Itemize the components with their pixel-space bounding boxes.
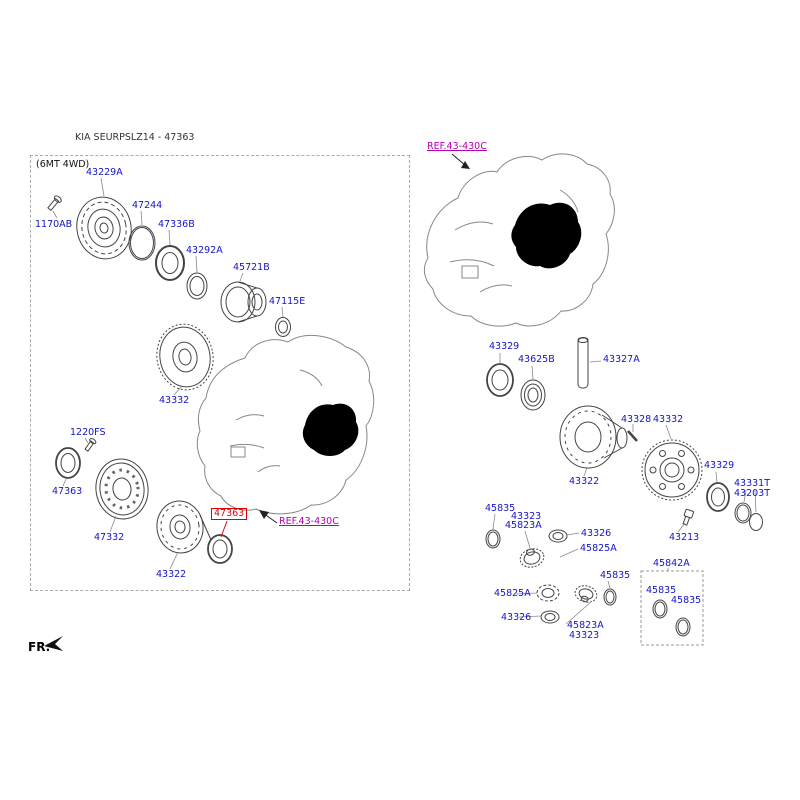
gear-43332-left-drawing <box>156 323 214 391</box>
snap-ring-45835-mid-drawing <box>603 588 617 606</box>
input-hub-drawing <box>76 196 132 260</box>
washer-43326-upper-drawing <box>548 529 568 543</box>
transaxle-housing-right-drawing <box>423 153 615 327</box>
pinion-45825a-lower-drawing <box>536 584 560 602</box>
kit-45842a-box-drawing <box>640 570 704 646</box>
part-label-43323-upper[interactable]: 43323 <box>511 511 542 522</box>
part-label-43203t[interactable]: 43203T <box>734 488 771 499</box>
part-label-45825a-lower[interactable]: 45825A <box>494 588 531 599</box>
part-label-43322-left[interactable]: 43322 <box>156 569 187 580</box>
bearing-43329-right-drawing <box>706 482 730 512</box>
part-label-43322-right[interactable]: 43322 <box>569 476 600 487</box>
washer-43326-lower-drawing <box>540 610 560 624</box>
bearing-43329-drawing <box>486 363 514 397</box>
ring-gear-47332-drawing <box>95 458 149 520</box>
highlight-leader-line <box>220 520 228 538</box>
part-label-47115e[interactable]: 47115E <box>269 296 306 307</box>
transaxle-housing-left-drawing <box>196 335 375 515</box>
part-label-43292a[interactable]: 43292A <box>186 245 223 256</box>
ref-link-right[interactable]: REF.43-430C <box>427 141 487 152</box>
ref-arrow-left <box>259 510 278 524</box>
part-label-45835-kit2[interactable]: 45835 <box>671 595 702 606</box>
ref-link-left[interactable]: REF.43-430C <box>279 516 339 527</box>
bearing-47363-drawing <box>55 447 81 479</box>
part-label-43326-upper[interactable]: 43326 <box>581 528 612 539</box>
part-label-45842a[interactable]: 45842A <box>653 558 690 569</box>
part-label-43323-lower[interactable]: 43323 <box>569 630 600 641</box>
fr-label: FR. <box>28 640 51 654</box>
side-gear-45823a-upper-drawing <box>519 548 545 568</box>
ring-47115e-drawing <box>275 317 291 337</box>
part-label-45835-kit1[interactable]: 45835 <box>646 585 677 596</box>
leader-lines <box>52 177 757 625</box>
page-title: KIA SEURPSLZ14 - 47363 <box>75 132 195 143</box>
bearing-47336b-drawing <box>155 245 185 281</box>
part-label-43229a[interactable]: 43229A <box>86 167 123 178</box>
part-label-43331t[interactable]: 43331T <box>734 478 771 489</box>
part-label-1220fs[interactable]: 1220FS <box>70 427 106 438</box>
shaft-43327a-drawing <box>577 337 589 389</box>
rings-43331t-43203t-drawing <box>734 502 763 531</box>
part-label-43332-right[interactable]: 43332 <box>653 414 684 425</box>
diff-assembly-43322-right-drawing <box>559 405 628 469</box>
part-label-43326-lower[interactable]: 43326 <box>501 612 532 623</box>
part-label-43332-left[interactable]: 43332 <box>159 395 190 406</box>
part-label-43625b[interactable]: 43625B <box>518 354 555 365</box>
left-panel-border <box>30 155 410 591</box>
part-label-47336b[interactable]: 47336B <box>158 219 195 230</box>
part-label-43329[interactable]: 43329 <box>489 341 520 352</box>
ring-43292a-drawing <box>186 272 208 300</box>
part-label-43213[interactable]: 43213 <box>669 532 700 543</box>
part-label-43329-right[interactable]: 43329 <box>704 460 735 471</box>
snap-ring-45835-upper-drawing <box>485 529 501 549</box>
gear-43332-right-drawing <box>641 439 703 501</box>
bolt-1220fs-drawing <box>84 438 97 452</box>
fr-direction-icon <box>44 636 63 651</box>
pin-43328-drawing <box>627 430 638 442</box>
housing-cavity-left <box>302 403 359 456</box>
part-label-47332[interactable]: 47332 <box>94 532 125 543</box>
part-label-45823a-upper[interactable]: 45823A <box>505 520 542 531</box>
part-label-43328[interactable]: 43328 <box>621 414 652 425</box>
ref-arrow-right <box>451 153 470 169</box>
part-label-45721b[interactable]: 45721B <box>233 262 270 273</box>
part-label-45835-b[interactable]: 45835 <box>600 570 631 581</box>
part-label-43327a[interactable]: 43327A <box>603 354 640 365</box>
variant-label: (6MT 4WD) <box>36 159 90 170</box>
bolt-1170ab-drawing <box>47 195 62 212</box>
part-label-47363-highlight[interactable]: 47363 <box>211 508 248 521</box>
ring-43625b-drawing <box>520 379 546 411</box>
diff-case-43322-left-drawing <box>156 500 233 564</box>
side-gear-45823a-lower-drawing <box>574 585 598 603</box>
oring-47244-drawing <box>128 225 156 261</box>
part-label-45835-a[interactable]: 45835 <box>485 503 516 514</box>
part-label-45823a-lower[interactable]: 45823A <box>567 620 604 631</box>
bolt-43213-drawing <box>682 508 695 526</box>
part-label-45825a-upper[interactable]: 45825A <box>580 543 617 554</box>
part-label-47363-left[interactable]: 47363 <box>52 486 83 497</box>
housing-cavity-right <box>511 202 582 269</box>
part-label-1170ab[interactable]: 1170AB <box>35 219 73 230</box>
part-label-47244[interactable]: 47244 <box>132 200 163 211</box>
gear-45721b-drawing <box>220 281 267 323</box>
